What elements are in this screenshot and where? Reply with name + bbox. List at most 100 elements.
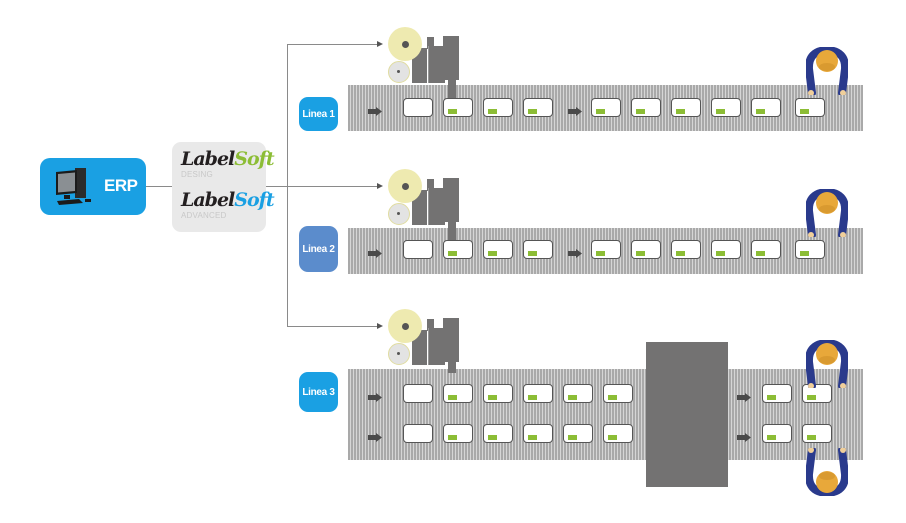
applied-label [756, 109, 765, 114]
edition-desing: DESING [181, 170, 213, 179]
roll-core [397, 212, 400, 215]
arrow-head-icon [377, 323, 383, 329]
applied-label [608, 395, 617, 400]
flow-arrow-icon [737, 429, 751, 442]
applied-label [448, 395, 457, 400]
applied-label [488, 395, 497, 400]
printer-body-top [427, 319, 434, 331]
product-box [591, 98, 621, 117]
brand-label: Label [181, 189, 235, 211]
applied-label [716, 109, 725, 114]
product-box [671, 98, 701, 117]
applied-label [596, 251, 605, 256]
product-box [483, 424, 513, 443]
product-box [563, 424, 593, 443]
product-box [443, 98, 473, 117]
printer-body-top [427, 37, 434, 49]
product-box [802, 424, 832, 443]
product-box [483, 240, 513, 259]
conveyor-belt [348, 369, 863, 460]
flow-arrow-icon [737, 389, 751, 402]
applied-label [716, 251, 725, 256]
printer-column [443, 318, 459, 362]
applied-label [800, 251, 809, 256]
flow-arrow-icon [568, 245, 582, 258]
connector-erp-labelsoft [146, 186, 172, 187]
product-box [762, 424, 792, 443]
product-box [711, 240, 741, 259]
roll-core [402, 183, 409, 190]
applied-label [636, 251, 645, 256]
applied-label [676, 109, 685, 114]
flow-arrow-icon [568, 103, 582, 116]
applied-label [807, 395, 816, 400]
product-box [762, 384, 792, 403]
labelsoft-advanced-logo: LabelSoft ADVANCED [181, 189, 275, 220]
printer-column [443, 36, 459, 80]
printer-body [428, 188, 445, 225]
printer-body-top [427, 179, 434, 191]
applied-label [528, 395, 537, 400]
product-box [403, 384, 433, 403]
product-box [795, 98, 825, 117]
product-box [751, 98, 781, 117]
product-box [483, 384, 513, 403]
product-box [523, 384, 553, 403]
product-box [443, 424, 473, 443]
product-box [631, 240, 661, 259]
operator-icon [804, 45, 850, 97]
printer-column [443, 178, 459, 222]
applied-label [756, 251, 765, 256]
connector-to-printer [287, 186, 379, 187]
product-box [523, 424, 553, 443]
applied-label [568, 395, 577, 400]
product-box [751, 240, 781, 259]
product-box [403, 98, 433, 117]
applied-label [767, 395, 776, 400]
printer-body [428, 46, 445, 83]
operator-icon [804, 446, 850, 498]
applied-label [807, 435, 816, 440]
edition-advanced: ADVANCED [181, 211, 227, 220]
roll-core [402, 323, 409, 330]
labelsoft-node[interactable]: Label Soft DESING LabelSoft ADVANCED [172, 142, 275, 232]
product-box [443, 384, 473, 403]
arrow-head-icon [377, 183, 383, 189]
product-box [795, 240, 825, 259]
operator-icon [804, 187, 850, 239]
arrow-head-icon [377, 41, 383, 47]
erp-node[interactable]: ERP [40, 158, 146, 215]
applied-label [488, 109, 497, 114]
applied-label [767, 435, 776, 440]
flow-arrow-icon [368, 429, 382, 442]
connector-to-printer [287, 44, 379, 45]
roll-core [397, 352, 400, 355]
product-box [603, 384, 633, 403]
roll-core [402, 41, 409, 48]
product-box [671, 240, 701, 259]
line-label-badge[interactable]: Linea 1 [299, 97, 338, 131]
line-label-badge[interactable]: Linea 3 [299, 372, 338, 412]
brand-soft: Soft [234, 148, 274, 170]
erp-label: ERP [104, 176, 138, 195]
applied-label [448, 109, 457, 114]
applied-label [448, 435, 457, 440]
applied-label [608, 435, 617, 440]
product-box [591, 240, 621, 259]
flow-arrow-icon [368, 389, 382, 402]
line-label-badge[interactable]: Linea 2 [299, 226, 338, 272]
printer-arm [448, 222, 456, 248]
flow-arrow-icon [368, 245, 382, 258]
roll-core [397, 70, 400, 73]
printer-body [428, 328, 445, 365]
product-box [483, 98, 513, 117]
applied-label [488, 251, 497, 256]
applied-label [528, 435, 537, 440]
connector-bus-vertical [287, 44, 288, 327]
applied-label [528, 251, 537, 256]
product-box [563, 384, 593, 403]
product-box [523, 240, 553, 259]
product-box [403, 424, 433, 443]
applied-label [596, 109, 605, 114]
applied-label [636, 109, 645, 114]
